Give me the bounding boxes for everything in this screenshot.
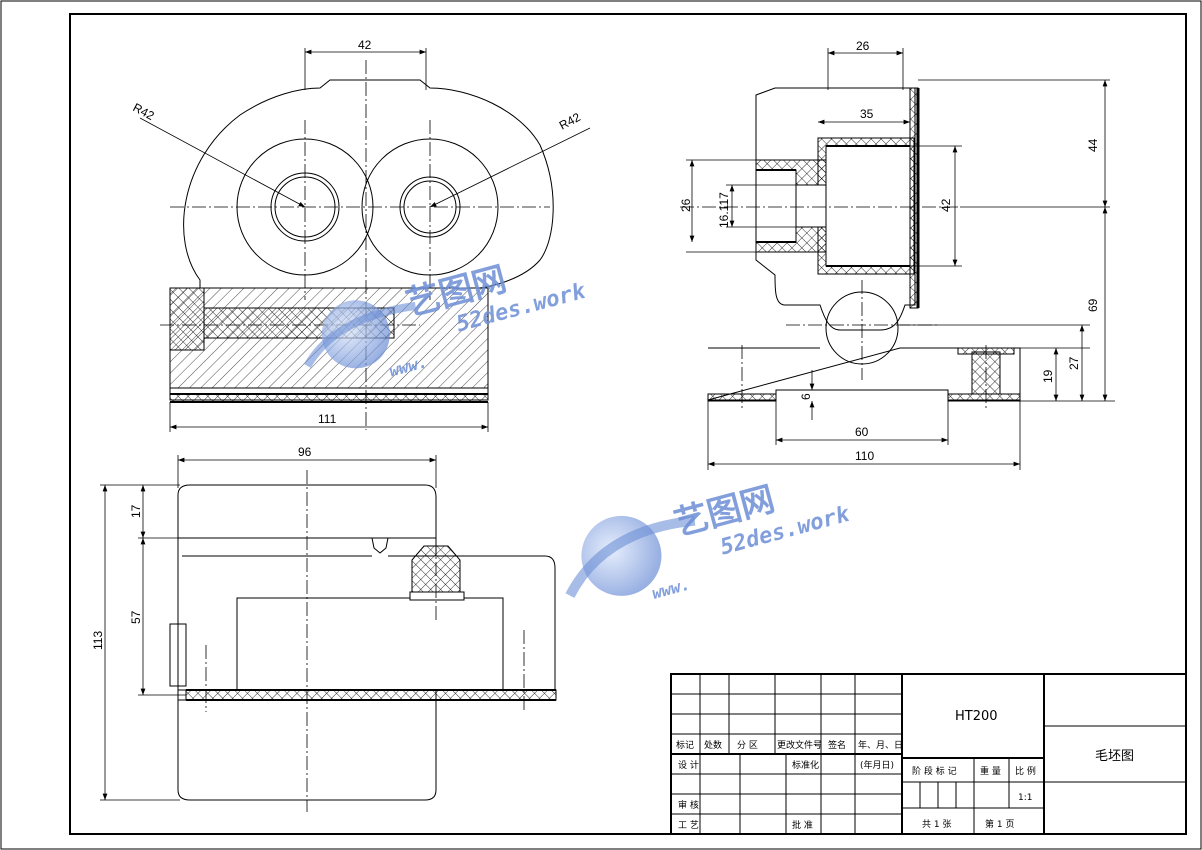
dim-top-57: 57 bbox=[129, 610, 143, 624]
tb-material: HT200 bbox=[955, 709, 998, 724]
dim-front-r42-right: R42 bbox=[557, 110, 583, 133]
dim-side-27: 27 bbox=[1067, 356, 1081, 370]
tb-stage-mark: 阶 段 标 记 bbox=[912, 765, 957, 777]
sheet-inner-frame bbox=[69, 13, 1187, 835]
tb-ratio: 比 例 bbox=[1015, 765, 1036, 777]
dim-front-42: 42 bbox=[358, 38, 372, 52]
tb-drawing-name: 毛坯图 bbox=[1095, 749, 1134, 764]
tb-review: 审 核 bbox=[678, 799, 699, 811]
dim-top-113: 113 bbox=[91, 631, 105, 650]
tb-sheet-total: 共 1 张 bbox=[922, 819, 951, 830]
tb-change-doc: 更改文件号 bbox=[777, 739, 822, 751]
tb-design: 设 计 bbox=[678, 759, 699, 771]
dim-side-60: 60 bbox=[855, 425, 869, 439]
dim-side-16117: 16.117 bbox=[717, 192, 731, 228]
tb-date-paren: (年月日) bbox=[860, 759, 894, 771]
title-block: 标记 处数 分 区 更改文件号 签名 年、月、日 设 计 标准化 (年月日) 审… bbox=[670, 673, 1187, 835]
tb-sheet-index: 第 1 页 bbox=[985, 818, 1014, 830]
dim-top-96: 96 bbox=[298, 445, 312, 459]
dim-side-6: 6 bbox=[799, 393, 813, 400]
watermark-url-prefix-2: www. bbox=[650, 575, 692, 603]
tb-process: 工 艺 bbox=[678, 820, 699, 831]
tb-sign: 签名 bbox=[828, 739, 846, 751]
front-view: 42 R42 R42 111 bbox=[131, 38, 591, 432]
tb-weight: 重 量 bbox=[980, 765, 1001, 777]
dim-side-42: 42 bbox=[939, 198, 953, 212]
dim-front-111: 111 bbox=[318, 412, 337, 426]
tb-scale: 1:1 bbox=[1018, 793, 1032, 803]
tb-approve: 批 准 bbox=[792, 819, 813, 831]
dim-top-17: 17 bbox=[129, 504, 143, 518]
dim-side-110: 110 bbox=[855, 449, 874, 463]
dim-side-44: 44 bbox=[1086, 138, 1100, 152]
dim-side-26-top: 26 bbox=[856, 39, 870, 53]
dim-side-19: 19 bbox=[1041, 369, 1055, 383]
dim-side-26-left: 26 bbox=[679, 198, 693, 212]
tb-zone: 分 区 bbox=[737, 740, 758, 751]
dim-side-69: 69 bbox=[1086, 298, 1100, 312]
tb-mark: 标记 bbox=[676, 739, 694, 751]
dim-side-35: 35 bbox=[860, 107, 874, 121]
tb-standardize: 标准化 bbox=[792, 759, 819, 771]
tb-count: 处数 bbox=[704, 739, 722, 751]
tb-date: 年、月、日 bbox=[858, 739, 903, 751]
side-view: 26 35 44 42 69 19 27 26 16.117 bbox=[679, 39, 1115, 470]
watermark-2: 艺图网 52des.work www. bbox=[565, 479, 853, 603]
top-view: 96 17 57 113 bbox=[91, 445, 557, 812]
